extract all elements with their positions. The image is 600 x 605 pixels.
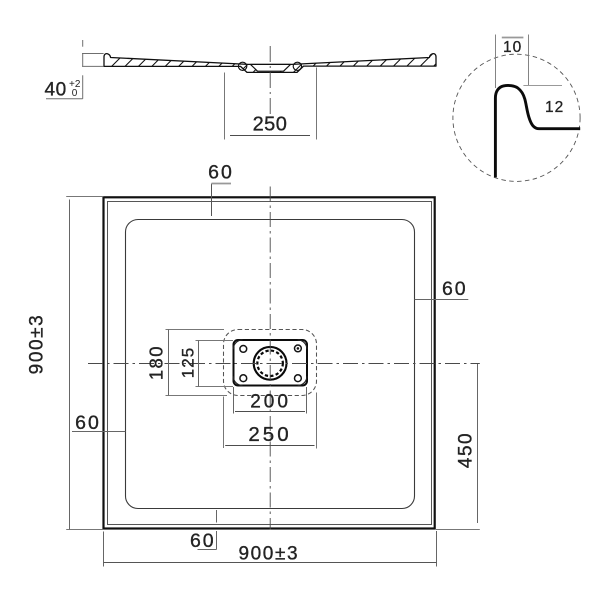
svg-text:60: 60 [442,278,468,300]
svg-text:450: 450 [456,432,477,468]
svg-text:180: 180 [146,345,167,380]
svg-text:125: 125 [179,347,198,378]
svg-text:40: 40 [45,80,67,101]
svg-text:900±3: 900±3 [238,544,299,565]
svg-text:900±3: 900±3 [27,314,48,375]
svg-text:60: 60 [208,162,234,184]
svg-text:60: 60 [75,412,101,434]
svg-text:250: 250 [253,114,288,136]
svg-text:0: 0 [72,88,78,99]
svg-text:10: 10 [503,39,522,56]
svg-text:+2: +2 [69,79,81,90]
svg-text:200: 200 [250,391,291,412]
svg-text:250: 250 [248,423,291,446]
svg-text:60: 60 [190,530,216,552]
svg-text:12: 12 [545,99,564,116]
